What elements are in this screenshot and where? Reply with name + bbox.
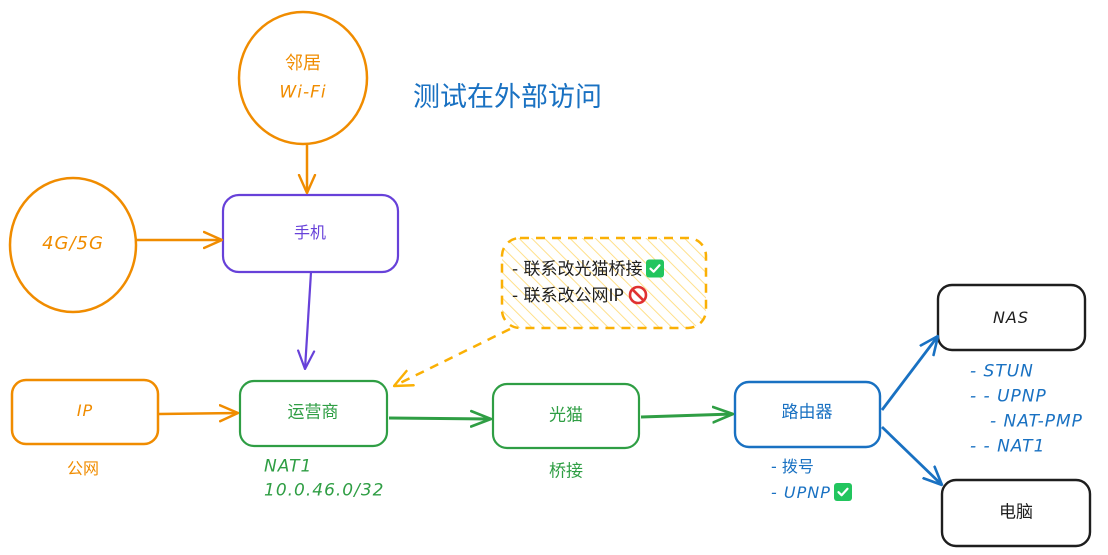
- check-icon: [645, 259, 664, 278]
- neighbor-wifi-label-line2: Wi-Fi: [279, 82, 327, 103]
- neighbor-wifi-label-line1: 邻居: [285, 53, 321, 74]
- note-item-public-ip: - 联系改公网IP: [512, 285, 648, 305]
- edge-isp-to-modem[interactable]: [388, 418, 491, 419]
- router-note-dial: - 拨号: [771, 457, 814, 476]
- isp-label: 运营商: [287, 402, 339, 423]
- edge-phone-to-isp[interactable]: [305, 271, 311, 369]
- cellular-label: 4G/5G: [42, 233, 104, 254]
- edge-router-to-pc[interactable]: [881, 425, 942, 485]
- pc-box[interactable]: [940, 478, 1092, 548]
- prohibited-icon: [628, 285, 648, 305]
- router-box[interactable]: [733, 380, 882, 449]
- router-label: 路由器: [781, 402, 833, 423]
- neighbor-wifi-circle[interactable]: [237, 10, 369, 146]
- modem-caption: 桥接: [549, 461, 583, 482]
- diagram-title: 测试在外部访问: [413, 82, 602, 113]
- isp-caption-nat: NAT1: [264, 456, 313, 477]
- note-item-bridge: - 联系改光猫桥接: [512, 259, 664, 280]
- public-ip-caption: 公网: [66, 459, 100, 478]
- phone-label: 手机: [293, 223, 327, 242]
- edge-router-to-nas[interactable]: [880, 336, 938, 411]
- modem-label: 光猫: [549, 405, 583, 426]
- nas-note-stun: - STUN: [970, 361, 1034, 382]
- cellular-circle[interactable]: [8, 176, 138, 314]
- public-ip-box[interactable]: [10, 378, 160, 446]
- nas-note-nat1: - - NAT1: [970, 436, 1046, 457]
- nas-note-upnp: - - UPNP: [970, 386, 1047, 407]
- isp-box[interactable]: [238, 379, 389, 448]
- note-box[interactable]: [500, 236, 708, 330]
- nas-note-nat-pmp: - NAT-PMP: [990, 411, 1083, 432]
- check-icon: [833, 483, 852, 501]
- modem-box[interactable]: [491, 382, 641, 450]
- note-item-public-ip-text: - 联系改公网IP: [512, 286, 624, 306]
- edge-ip-to-isp[interactable]: [158, 413, 238, 414]
- router-note-upnp: - UPNP: [771, 483, 852, 501]
- edge-note-to-isp[interactable]: [394, 327, 511, 386]
- nas-label: NAS: [992, 308, 1030, 327]
- pc-label: 电脑: [999, 502, 1033, 523]
- edge-modem-to-router[interactable]: [640, 414, 733, 417]
- isp-caption-subnet: 10.0.46.0/32: [264, 480, 385, 501]
- router-note-upnp-text: - UPNP: [771, 483, 831, 502]
- nas-box[interactable]: [936, 283, 1087, 352]
- public-ip-label: IP: [76, 401, 94, 420]
- note-item-bridge-text: - 联系改光猫桥接: [512, 259, 643, 280]
